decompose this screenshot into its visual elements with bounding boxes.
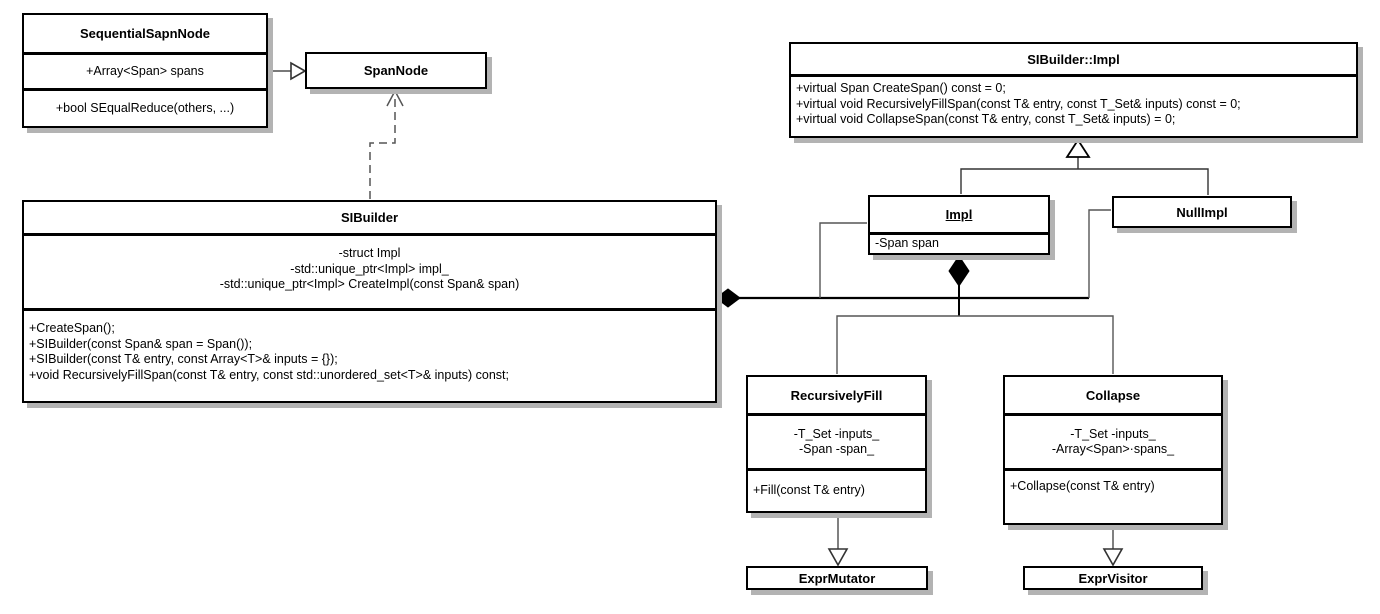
class-sequentialsapnnode: SequentialSapnNode +Array<Span> spans +b… (22, 13, 268, 128)
methods-compartment: +virtual Span CreateSpan() const = 0; +v… (791, 74, 1356, 136)
attribute: -T_Set -inputs_ (1070, 426, 1156, 441)
class-spannode: SpanNode (305, 52, 487, 89)
method: +virtual void CollapseSpan(const T& entr… (796, 112, 1176, 126)
class-title: NullImpl (1176, 204, 1228, 220)
method: +virtual void RecursivelyFillSpan(const … (796, 96, 1241, 111)
class-nullimpl: NullImpl (1112, 196, 1292, 228)
attributes-compartment: -T_Set -inputs_ -Array<Span>·spans_ (1005, 413, 1221, 468)
attribute: +Array<Span> spans (86, 63, 204, 78)
generalization-triangle-icon (1102, 548, 1124, 567)
attribute: -struct Impl (338, 246, 401, 260)
class-title: SIBuilder (340, 210, 399, 225)
attribute: -Span span (875, 236, 939, 251)
class-title: SpanNode (363, 63, 429, 78)
class-collapse: Collapse -T_Set -inputs_ -Array<Span>·sp… (1003, 375, 1223, 525)
attribute: -Array<Span>·spans_ (1051, 442, 1175, 456)
attribute: -std::unique_ptr<Impl> impl_ (290, 261, 449, 276)
method: +SIBuilder(const T& entry, const Array<T… (29, 352, 338, 366)
class-impl: Impl -Span span (868, 195, 1050, 255)
class-sibuilder-impl: SIBuilder::Impl +virtual Span CreateSpan… (789, 42, 1358, 138)
attributes-compartment: -Span span (870, 232, 1048, 253)
attributes-compartment: +Array<Span> spans (24, 52, 266, 88)
class-title: Collapse (1085, 387, 1141, 403)
attribute: -Span -span_ (798, 442, 875, 456)
class-title: SequentialSapnNode (79, 26, 211, 41)
attributes-compartment: -T_Set -inputs_ -Span -span_ (748, 413, 925, 468)
class-title: ExprVisitor (1078, 570, 1148, 586)
method: +SIBuilder(const Span& span = Span()); (29, 336, 253, 351)
attribute: -T_Set -inputs_ (793, 426, 880, 441)
attribute: -std::unique_ptr<Impl> CreateImpl(const … (219, 277, 520, 291)
class-title: RecursivelyFill (790, 387, 883, 403)
generalization-triangle-icon (1065, 138, 1091, 158)
dependency-arrow-sibuilder-to-spannode (369, 89, 404, 199)
method: +Collapse(const T& entry) (1010, 479, 1155, 493)
class-title: Impl (945, 207, 973, 222)
method: +virtual Span CreateSpan() const = 0; (796, 81, 1006, 95)
generalization-triangle-icon (290, 61, 307, 81)
generalization-triangle-icon (827, 548, 849, 567)
generalization-arrow-sequentialsapnnode-to-spannode (268, 61, 307, 81)
method: +bool SEqualReduce(others, ...) (55, 100, 235, 115)
methods-compartment: +Fill(const T& entry) (748, 468, 925, 511)
method: +CreateSpan(); (29, 321, 115, 335)
method: +Fill(const T& entry) (753, 483, 865, 498)
methods-compartment: +Collapse(const T& entry) (1005, 468, 1221, 523)
class-sibuilder: SIBuilder -struct Impl -std::unique_ptr<… (22, 200, 717, 403)
methods-compartment: +bool SEqualReduce(others, ...) (24, 88, 266, 126)
composition-diamond-icon (948, 255, 970, 287)
class-exprvisitor: ExprVisitor (1023, 566, 1203, 590)
composition-impl-to-recursivelyfill-collapse (836, 255, 1114, 374)
methods-compartment: +CreateSpan(); +SIBuilder(const Span& sp… (24, 308, 715, 401)
generalization-arrow-recursivelyfill-to-exprmutator (827, 513, 849, 567)
composition-diamond-icon (715, 288, 741, 308)
generalization-arrow-impl-nullimpl-to-sibuilderimpl (960, 138, 1209, 195)
class-recursivelyfill: RecursivelyFill -T_Set -inputs_ -Span -s… (746, 375, 927, 513)
class-title: SIBuilder::Impl (1027, 51, 1120, 67)
composition-sibuilder-to-impl-nullimpl (715, 209, 1111, 308)
generalization-arrow-collapse-to-exprvisitor (1102, 525, 1124, 567)
attributes-compartment: -struct Impl -std::unique_ptr<Impl> impl… (24, 233, 715, 308)
method: +void RecursivelyFillSpan(const T& entry… (29, 367, 509, 382)
open-arrowhead-icon (386, 89, 404, 107)
class-title: ExprMutator (798, 570, 876, 586)
class-exprmutator: ExprMutator (746, 566, 928, 590)
